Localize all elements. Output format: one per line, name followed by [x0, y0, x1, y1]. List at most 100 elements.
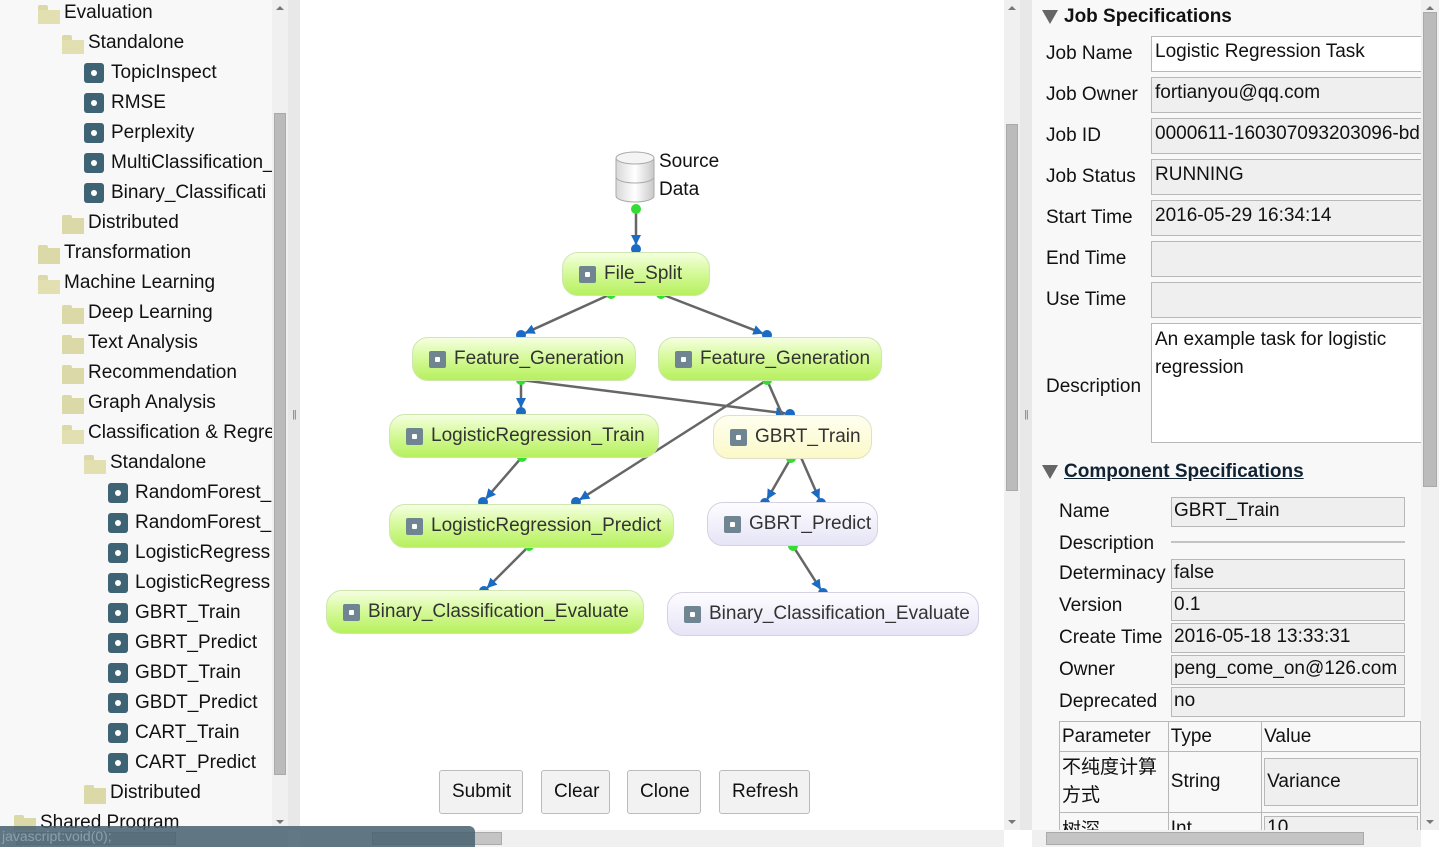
- tree-item-component[interactable]: RMSE: [84, 88, 166, 118]
- description-textarea[interactable]: An example task for logistic regression: [1151, 323, 1421, 443]
- tree-item-folder[interactable]: Classification & Regre: [62, 418, 272, 448]
- param-type: String: [1167, 751, 1263, 813]
- edge-fg2-to-lr_predict[interactable]: [579, 378, 768, 501]
- node-label: Binary_Classification_Evaluate: [709, 603, 970, 624]
- tree-item-component[interactable]: RandomForest_: [108, 478, 271, 508]
- comp-version-value: 0.1: [1171, 591, 1405, 621]
- scrollbar-thumb[interactable]: [274, 113, 286, 775]
- job-name-input[interactable]: Logistic Regression Task: [1151, 36, 1421, 72]
- node-logistic-regression-predict[interactable]: LogisticRegression_Predict: [389, 504, 674, 548]
- tree-item-component[interactable]: LogisticRegress: [108, 568, 270, 598]
- node-file-split[interactable]: File_Split: [562, 252, 710, 296]
- clone-button[interactable]: Clone: [627, 770, 701, 814]
- right-splitter[interactable]: ||: [1020, 0, 1032, 830]
- tree-item-folder[interactable]: Deep Learning: [62, 298, 213, 328]
- node-binary-classification-evaluate-2[interactable]: Binary_Classification_Evaluate: [667, 592, 979, 636]
- param-value-input[interactable]: Variance: [1264, 758, 1418, 806]
- properties-horizontal-scrollbar[interactable]: [1032, 830, 1421, 847]
- job-spec-header[interactable]: Job Specifications: [1042, 6, 1232, 28]
- scroll-down-arrow-icon[interactable]: [276, 820, 284, 824]
- tree-item-component[interactable]: Binary_Classificati: [84, 178, 266, 208]
- scroll-up-arrow-icon[interactable]: [1008, 6, 1016, 10]
- tree-item-component[interactable]: CART_Train: [108, 718, 240, 748]
- tree-item-folder[interactable]: Graph Analysis: [62, 388, 216, 418]
- tree-item-component[interactable]: CART_Predict: [108, 748, 256, 778]
- node-gbrt-train[interactable]: GBRT_Train: [713, 415, 872, 459]
- source-data-node[interactable]: Source Data: [614, 148, 734, 208]
- scroll-up-arrow-icon[interactable]: [1426, 6, 1434, 10]
- tree-item-component[interactable]: RandomForest_: [108, 508, 271, 538]
- node-feature-generation-2[interactable]: Feature_Generation: [658, 337, 882, 381]
- tree-item-component[interactable]: Perplexity: [84, 118, 194, 148]
- tree-item-component[interactable]: GBRT_Predict: [108, 628, 257, 658]
- tree-item-label: Binary_Classificati: [111, 182, 267, 203]
- field-label: End Time: [1046, 248, 1127, 269]
- edge-fg1-to-gbrt_train[interactable]: [520, 378, 787, 418]
- param-name: 树深: [1059, 812, 1169, 830]
- edge-lr_predict-to-bce1[interactable]: [486, 545, 530, 589]
- scroll-down-arrow-icon[interactable]: [1426, 820, 1434, 824]
- scrollbar-thumb[interactable]: [1046, 832, 1364, 845]
- tree-item-folder[interactable]: Distributed: [84, 778, 201, 808]
- edge-file_split-to-fg1[interactable]: [524, 292, 612, 335]
- param-type: Int: [1167, 812, 1263, 830]
- node-gbrt-predict[interactable]: GBRT_Predict: [707, 502, 878, 546]
- tree-item-component[interactable]: LogisticRegress: [108, 538, 270, 568]
- comp-label-description: Description: [1059, 533, 1155, 554]
- submit-button[interactable]: Submit: [439, 770, 523, 814]
- node-logistic-regression-train[interactable]: LogisticRegression_Train: [389, 414, 659, 458]
- scrollbar-thumb[interactable]: [1423, 12, 1437, 487]
- tree-item-label: Distributed: [110, 782, 201, 803]
- scroll-down-arrow-icon[interactable]: [1008, 820, 1016, 824]
- tree-item-component[interactable]: MultiClassification_: [84, 148, 272, 178]
- tree-item-label: LogisticRegress: [135, 542, 271, 563]
- tree-item-component[interactable]: GBDT_Train: [108, 658, 241, 688]
- tree-item-label: GBDT_Train: [135, 662, 241, 683]
- comp-label-create-time: Create Time: [1059, 627, 1163, 648]
- tree-item-folder[interactable]: Standalone: [84, 448, 206, 478]
- tree-item-folder[interactable]: Recommendation: [62, 358, 237, 388]
- component-spec-title[interactable]: Component Specifications: [1064, 461, 1304, 482]
- tree-item-folder[interactable]: Machine Learning: [38, 268, 215, 298]
- tree-item-component[interactable]: GBDT_Predict: [108, 688, 257, 718]
- refresh-button[interactable]: Refresh: [719, 770, 810, 814]
- component-spec-header[interactable]: Component Specifications: [1042, 461, 1304, 483]
- input-port[interactable]: [631, 244, 641, 254]
- tree-item-folder[interactable]: Text Analysis: [62, 328, 198, 358]
- tree-item-folder[interactable]: Evaluation: [38, 0, 153, 28]
- component-icon: [84, 183, 104, 203]
- node-label: LogisticRegression_Train: [431, 425, 645, 446]
- collapse-triangle-icon[interactable]: [1042, 10, 1058, 24]
- canvas-vertical-scrollbar[interactable]: [1004, 0, 1020, 830]
- tree-item-label: RandomForest_: [135, 512, 272, 533]
- clear-button[interactable]: Clear: [541, 770, 610, 814]
- tree-item-folder[interactable]: Transformation: [38, 238, 191, 268]
- collapse-triangle-icon[interactable]: [1042, 465, 1058, 479]
- workflow-canvas[interactable]: Source Data File_Split Feature_Generatio…: [300, 0, 1004, 830]
- tree-vertical-scrollbar[interactable]: [272, 0, 288, 830]
- folder-open-icon: [38, 3, 60, 24]
- edge-lr_train-to-lr_predict[interactable]: [485, 456, 523, 500]
- tree-item-label: Machine Learning: [64, 272, 216, 293]
- tree-item-component[interactable]: TopicInspect: [84, 58, 217, 88]
- tree-item-label: Perplexity: [111, 122, 195, 143]
- scrollbar-thumb[interactable]: [1006, 124, 1018, 491]
- properties-vertical-scrollbar[interactable]: [1421, 0, 1439, 830]
- edge-file_split-to-fg2[interactable]: [660, 292, 764, 335]
- node-feature-generation-1[interactable]: Feature_Generation: [412, 337, 636, 381]
- scroll-up-arrow-icon[interactable]: [276, 6, 284, 10]
- left-splitter[interactable]: ||: [288, 0, 300, 830]
- field-label: Job ID: [1046, 125, 1101, 146]
- component-icon: [108, 693, 128, 713]
- tree-item-label: Standalone: [110, 452, 207, 473]
- edge-gbrt_predict-to-bce2[interactable]: [791, 545, 822, 590]
- edge-gbrt_train-to-gbrt_predict[interactable]: [766, 457, 793, 500]
- tree-item-component[interactable]: GBRT_Train: [108, 598, 241, 628]
- tree-item-folder[interactable]: Distributed: [62, 208, 179, 238]
- tree-item-label: RandomForest_: [135, 482, 272, 503]
- tree-item-folder[interactable]: Standalone: [62, 28, 184, 58]
- output-port[interactable]: [631, 204, 641, 214]
- param-value-input[interactable]: 10: [1264, 815, 1418, 830]
- node-binary-classification-evaluate-1[interactable]: Binary_Classification_Evaluate: [326, 590, 644, 634]
- field-label: Job Status: [1046, 166, 1136, 187]
